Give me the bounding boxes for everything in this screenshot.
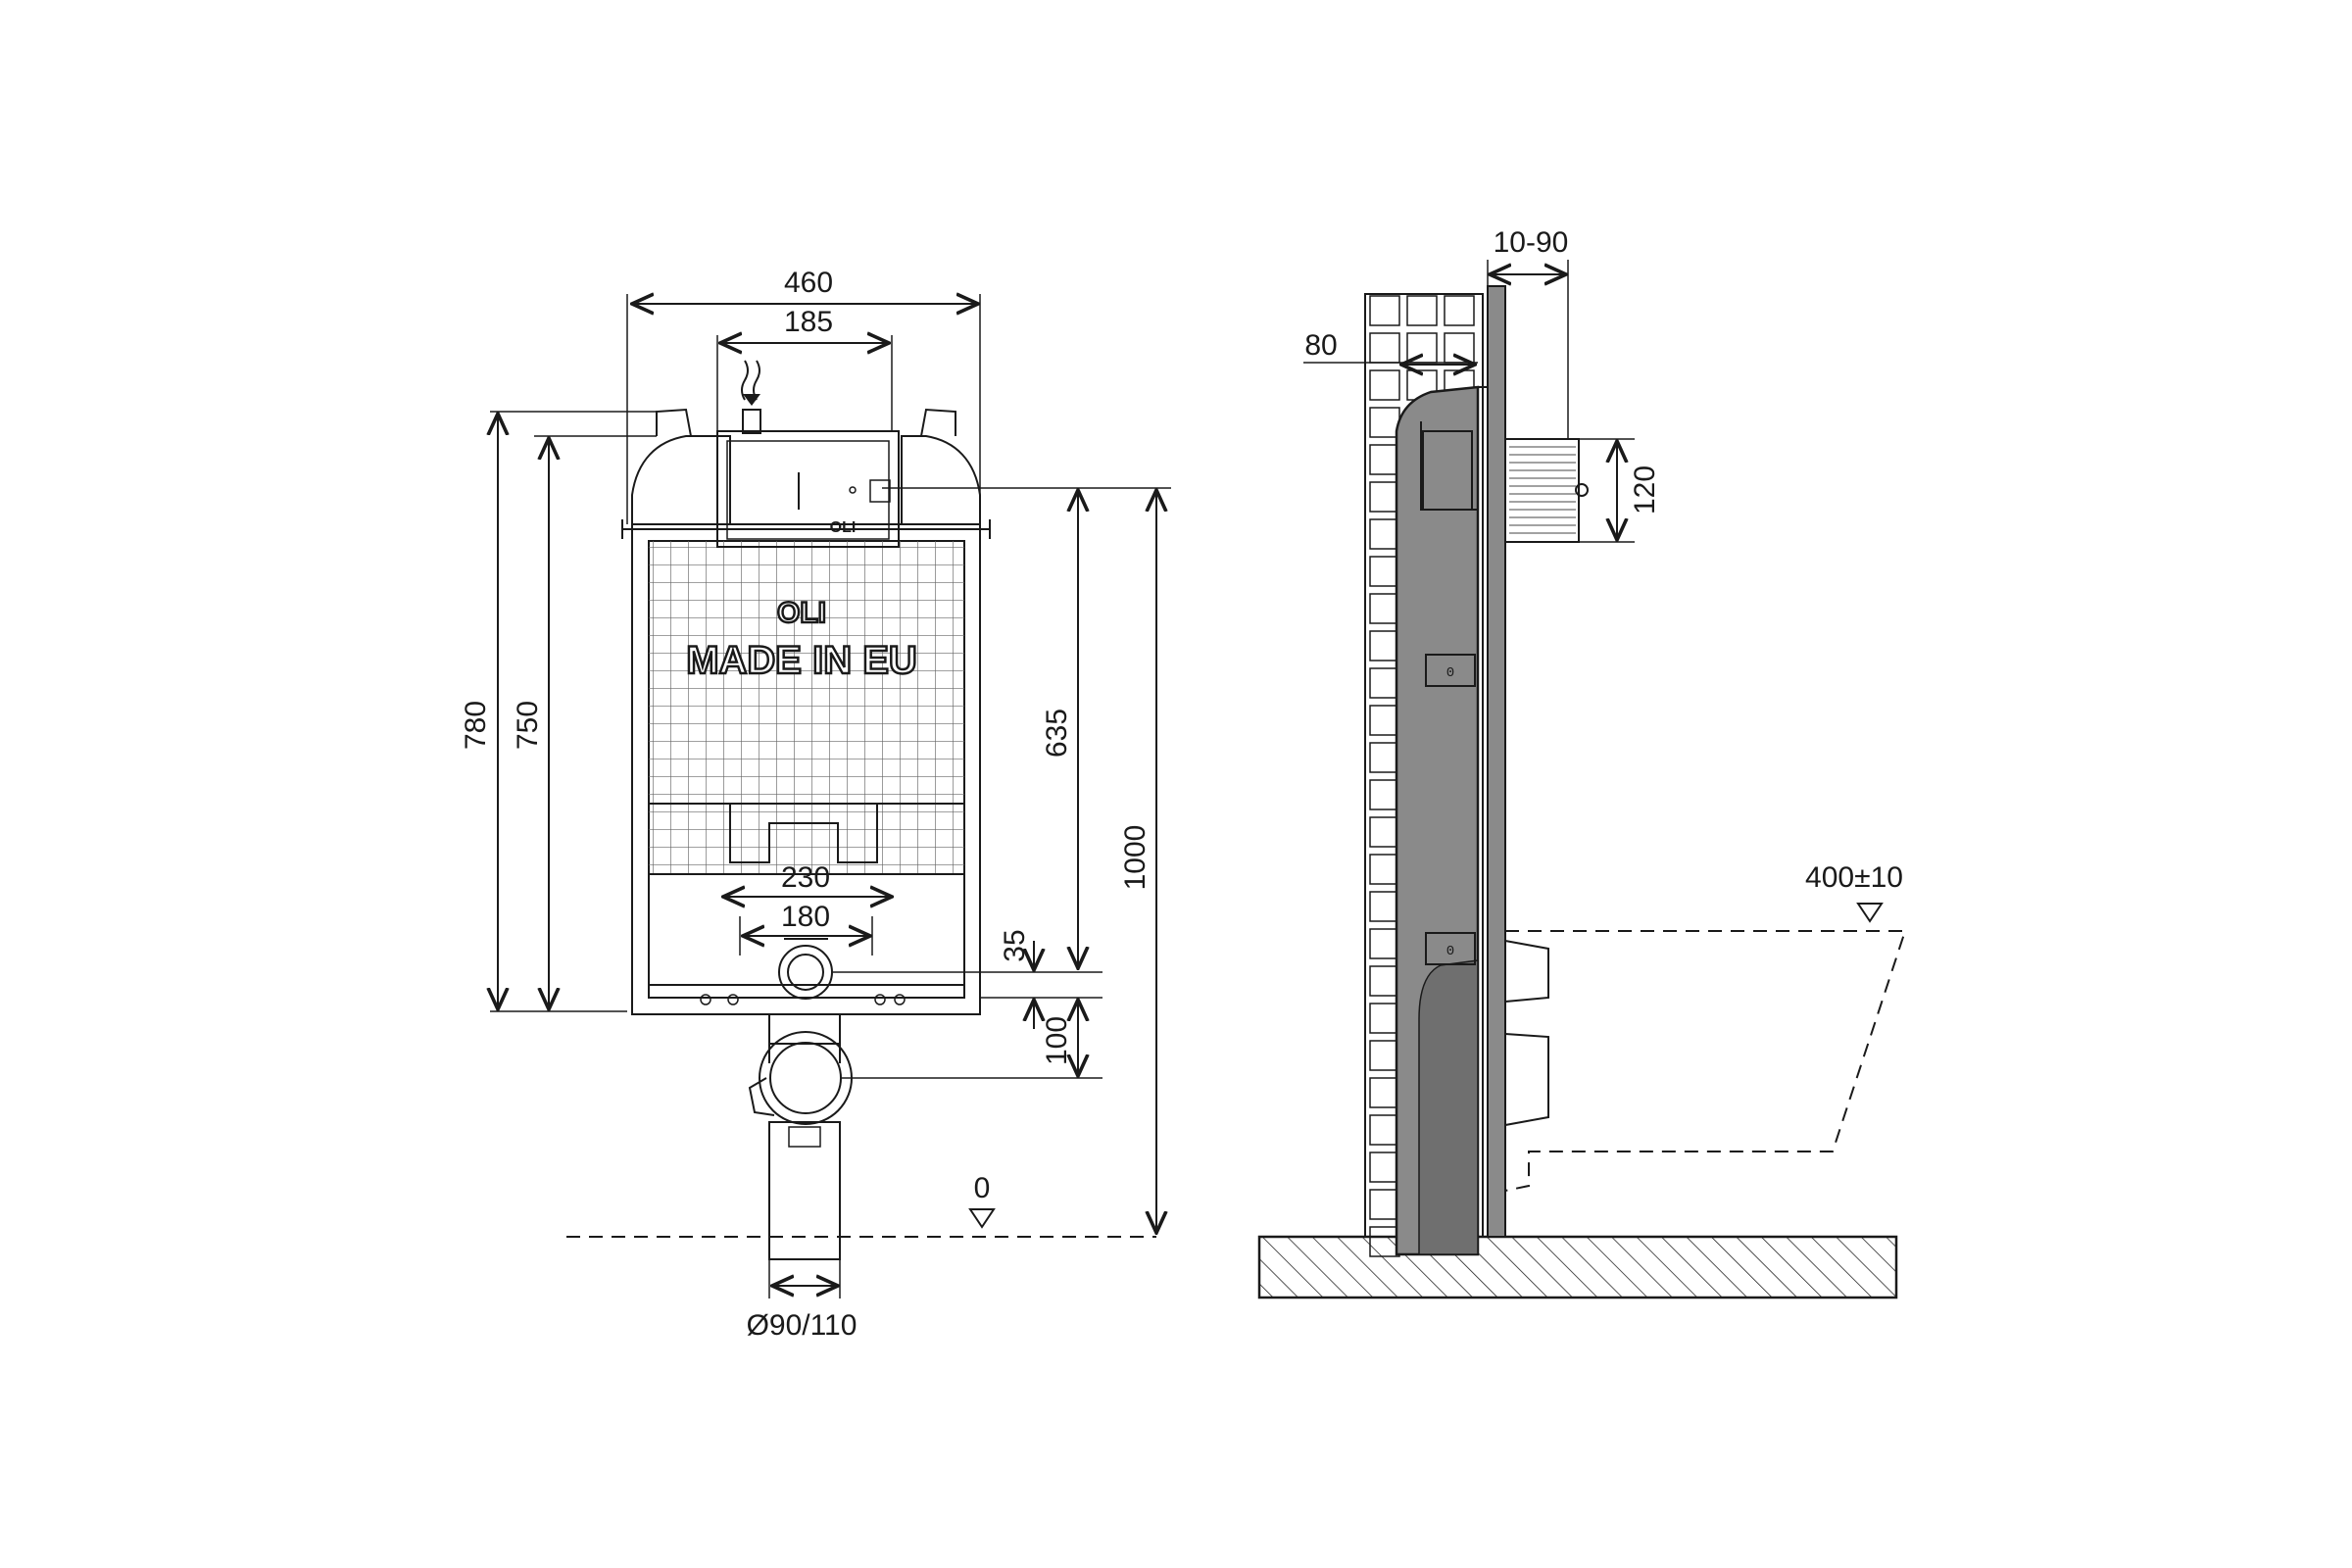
svg-text:0: 0 [1446,944,1454,959]
dim-460: 460 [784,267,833,299]
dim-10-90: 10-90 [1494,226,1569,259]
svg-text:0: 0 [1446,665,1454,681]
front-board [1487,285,1506,1238]
dim-230: 230 [781,861,830,894]
dim-1000: 1000 [1119,825,1152,891]
seat-level-triangle-icon [1856,903,1884,923]
dim-35: 35 [999,929,1031,961]
wc-bowl-outline [1504,930,1907,1192]
made-in-eu-stamp: MADE IN EU [686,639,917,682]
frame-body: OLI OLI MADE IN EU [621,360,991,1260]
floor-slab [1257,1235,1898,1299]
dim-pipe-diameter: Ø90/110 [747,1309,858,1342]
level-triangle-icon [968,1208,996,1229]
dim-750: 750 [512,701,544,750]
front-view: OLI OLI MADE IN EU [460,267,1171,1342]
dim-400: 400±10 [1805,861,1903,894]
frame-logo: OLI [777,597,826,629]
floor-level-label: 0 [974,1172,991,1204]
dim-80: 80 [1304,329,1337,362]
dim-780: 780 [460,701,492,750]
dim-120: 120 [1629,466,1661,514]
dim-180: 180 [781,901,830,933]
water-inlet-arrow-icon [741,360,760,406]
dim-100: 100 [1041,1016,1073,1065]
dim-635: 635 [1041,709,1073,758]
side-view: 0 0 10-90 80 120 400±10 [1257,226,1907,1299]
cistern-small-logo: OLI [830,519,857,536]
dim-185: 185 [784,306,833,338]
